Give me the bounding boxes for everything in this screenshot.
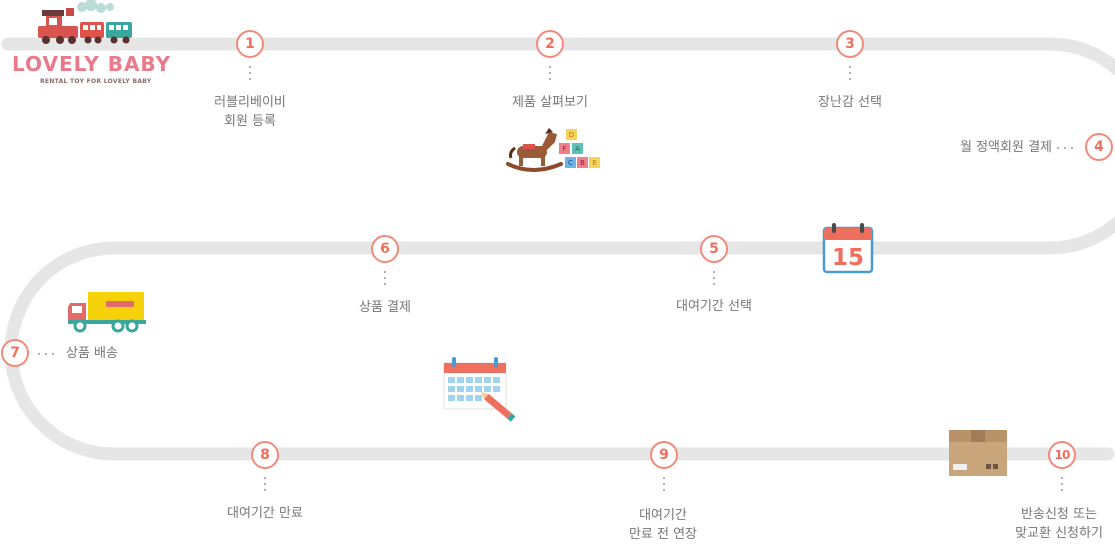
step-connector-2 [549, 66, 551, 84]
step-connector-4 [1057, 147, 1073, 149]
block-letter: E [592, 159, 596, 167]
step-connector-6 [384, 271, 386, 289]
step-connector-3 [849, 66, 851, 84]
step-number-7: 7 [1, 339, 29, 367]
step-label-6: 상품 결제 [359, 300, 411, 315]
logo-name: LOVELY BABY [12, 52, 172, 76]
step-label-7: 상품 배송 [66, 346, 118, 361]
cardboard-box-icon [949, 430, 1007, 476]
step-connector-10 [1061, 477, 1063, 495]
rocking-horse-icon: D F A C B E [506, 128, 600, 172]
step-number-5: 5 [700, 235, 728, 263]
step-number-4: 4 [1085, 133, 1113, 161]
block-letter: C [568, 159, 573, 167]
step-connector-1 [249, 66, 251, 84]
block-letter: D [569, 131, 574, 139]
logo-tagline: RENTAL TOY FOR LOVELY BABY [40, 78, 152, 85]
step-number-9: 9 [650, 441, 678, 469]
step-label-8: 대여기간 만료 [227, 506, 303, 521]
step-number-8: 8 [251, 441, 279, 469]
step-label-3: 장난감 선택 [818, 95, 882, 110]
block-letter: B [580, 159, 585, 167]
step-connector-9 [663, 477, 665, 495]
calendar-15-icon: 15 [822, 223, 874, 274]
step-number-6: 6 [371, 235, 399, 263]
step-connector-7 [38, 353, 54, 355]
block-letter: F [562, 145, 566, 153]
block-letter: A [575, 145, 580, 153]
step-label-2: 제품 살펴보기 [512, 95, 588, 110]
step-number-10: 10 [1048, 441, 1076, 469]
train-logo-icon [38, 0, 132, 44]
step-number-3: 3 [836, 30, 864, 58]
calendar-pencil-icon [443, 357, 516, 422]
step-connector-5 [713, 271, 715, 289]
step-number-1: 1 [236, 30, 264, 58]
delivery-truck-icon [68, 292, 146, 333]
step-label-5: 대여기간 선택 [676, 299, 752, 314]
calendar-day: 15 [832, 245, 864, 271]
step-connector-8 [264, 477, 266, 495]
step-label-4: 월 정액회원 결제 [960, 140, 1052, 155]
step-number-2: 2 [536, 30, 564, 58]
